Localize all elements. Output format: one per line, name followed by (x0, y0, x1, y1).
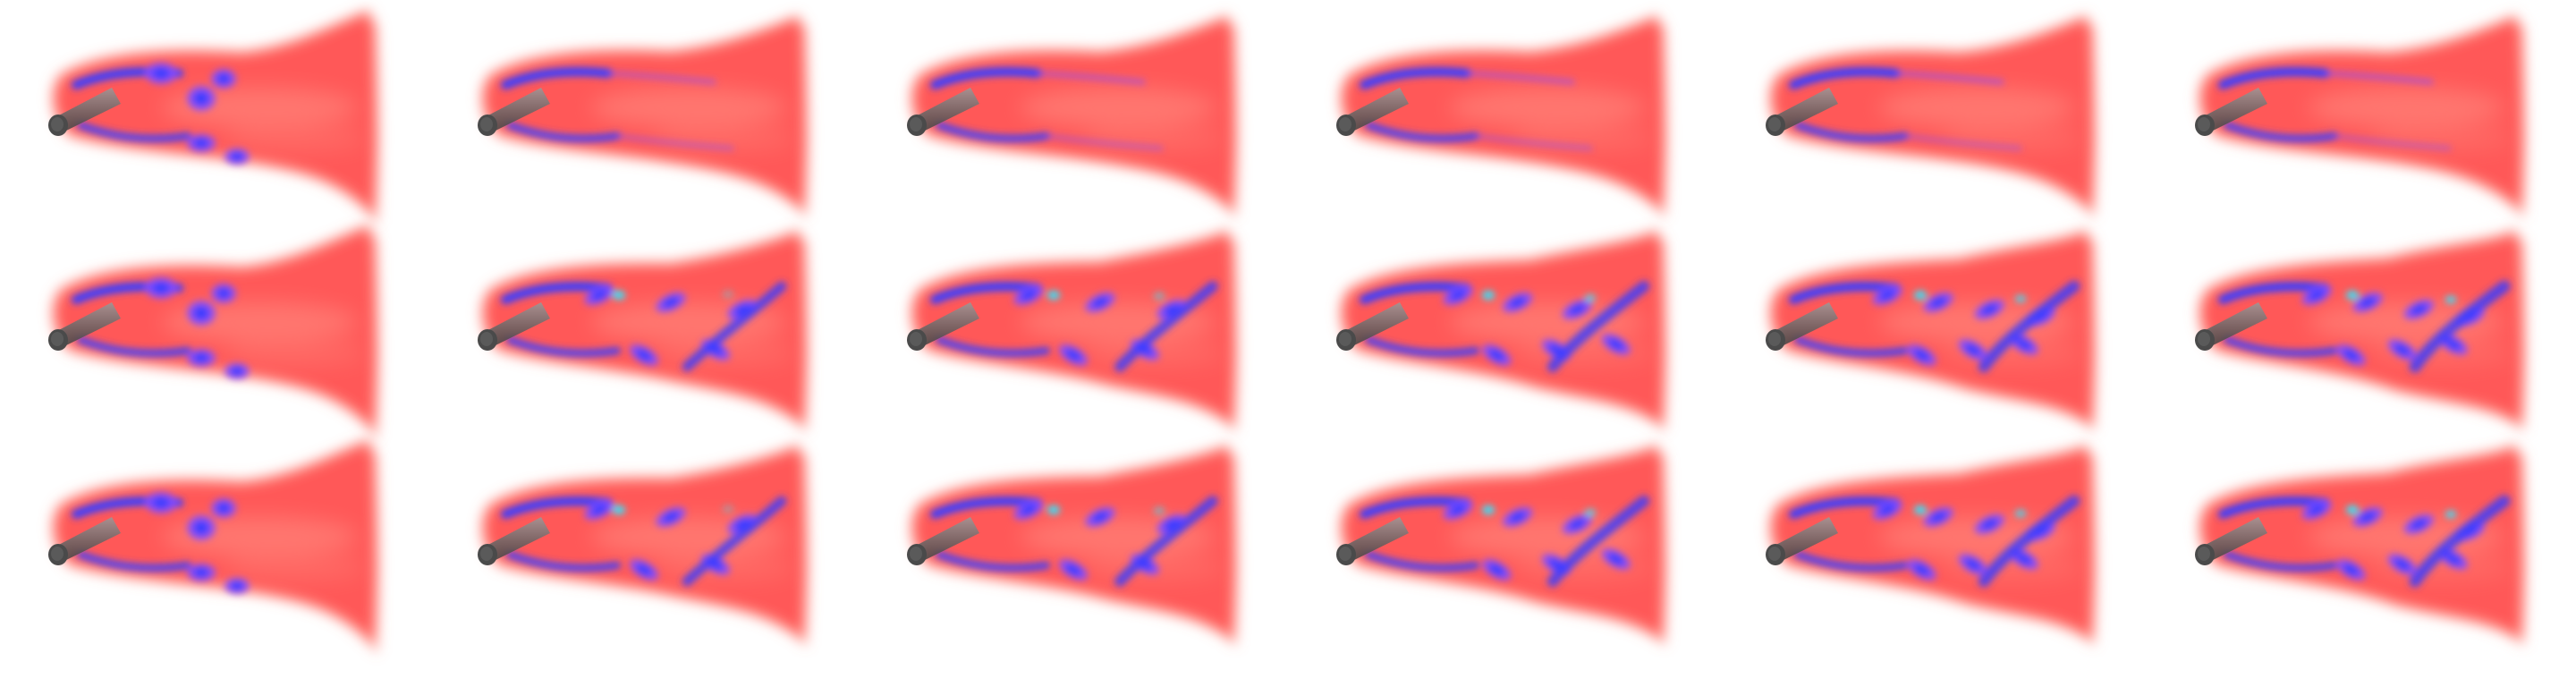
plume-svg (1336, 13, 1669, 219)
flow-render-panel-r3-c2 (465, 442, 850, 653)
flow-render-panel-r1-c4 (1324, 13, 1708, 224)
flow-render-panel-r2-c3 (894, 227, 1279, 438)
cylinder-obstacle (1766, 517, 1838, 565)
vortex-cores (1360, 67, 1593, 151)
flow-render-panel-r3-c1 (36, 437, 420, 655)
cylinder-obstacle (478, 302, 550, 351)
vortex-cores (930, 496, 1218, 587)
plume-streaks (1878, 88, 2084, 152)
cylinder-obstacle (478, 517, 550, 565)
flow-render-panel-r1-c2 (465, 13, 850, 224)
cylinder-obstacle (2195, 517, 2267, 565)
cylinder-obstacle (1336, 88, 1409, 136)
cylinder-obstacle (48, 302, 121, 351)
plume-svg (1766, 442, 2098, 647)
cylinder-obstacle (1336, 302, 1409, 351)
flow-render-panel-r2-c1 (36, 222, 420, 440)
flow-render-panel-r2-c4 (1324, 227, 1708, 438)
vortex-cores (72, 63, 250, 165)
plume-svg (1336, 227, 1669, 433)
cylinder-obstacle (48, 88, 121, 136)
plume-svg (1336, 442, 1669, 648)
cylinder-obstacle (48, 517, 121, 565)
cylinder-obstacle (2195, 302, 2267, 351)
vortex-cores (1789, 280, 2080, 373)
cylinder-obstacle (1766, 302, 1838, 351)
plume-svg (2195, 227, 2528, 432)
flow-render-panel-r3-c5 (1753, 442, 2138, 653)
vortex-cores (2218, 280, 2511, 373)
cylinder-obstacle (907, 88, 979, 136)
plume-streaks (161, 88, 367, 152)
cylinder-obstacle (907, 517, 979, 565)
plume-svg (1766, 13, 2098, 219)
flow-render-panel-r1-c3 (894, 13, 1279, 224)
vortex-cores (1360, 280, 1650, 373)
vortex-cores (501, 281, 787, 372)
plume-svg (478, 442, 810, 648)
plume-svg (907, 227, 1240, 433)
flow-render-panel-r3-c3 (894, 442, 1279, 653)
vortex-cores (2218, 67, 2452, 151)
plume-svg (2195, 442, 2528, 647)
flow-render-panel-r2-c2 (465, 227, 850, 438)
cylinder-obstacle (478, 88, 550, 136)
plume-svg (48, 437, 381, 655)
plume-svg (1766, 227, 2098, 432)
plume-svg (907, 13, 1240, 219)
vortex-cores (501, 496, 787, 587)
cylinder-obstacle (2195, 88, 2267, 136)
flow-render-panel-r3-c4 (1324, 442, 1708, 653)
cylinder-obstacle (1336, 517, 1409, 565)
vortex-cores (930, 281, 1218, 372)
cylinder-obstacle (1766, 88, 1838, 136)
vortex-cores (1789, 495, 2080, 588)
plume-svg (48, 222, 381, 440)
vortex-cores (1360, 495, 1650, 588)
plume-svg (48, 7, 381, 225)
plume-svg (478, 13, 810, 219)
flow-render-panel-r1-c1 (36, 7, 420, 225)
flow-render-panel-r2-c6 (2182, 227, 2567, 438)
vortex-cores (1789, 67, 2022, 151)
vortex-cores (72, 492, 250, 594)
flow-render-panel-r1-c5 (1753, 13, 2138, 224)
vortex-cores (72, 277, 250, 379)
vortex-cores (930, 67, 1164, 151)
vortex-cores (501, 67, 734, 151)
plume-svg (478, 227, 810, 433)
plume-svg (2195, 13, 2528, 219)
flow-render-panel-r3-c6 (2182, 442, 2567, 653)
plume-svg (907, 442, 1240, 648)
cylinder-obstacle (907, 302, 979, 351)
flow-render-panel-r1-c6 (2182, 13, 2567, 224)
flow-render-panel-r2-c5 (1753, 227, 2138, 438)
vortex-cores (2218, 495, 2511, 588)
